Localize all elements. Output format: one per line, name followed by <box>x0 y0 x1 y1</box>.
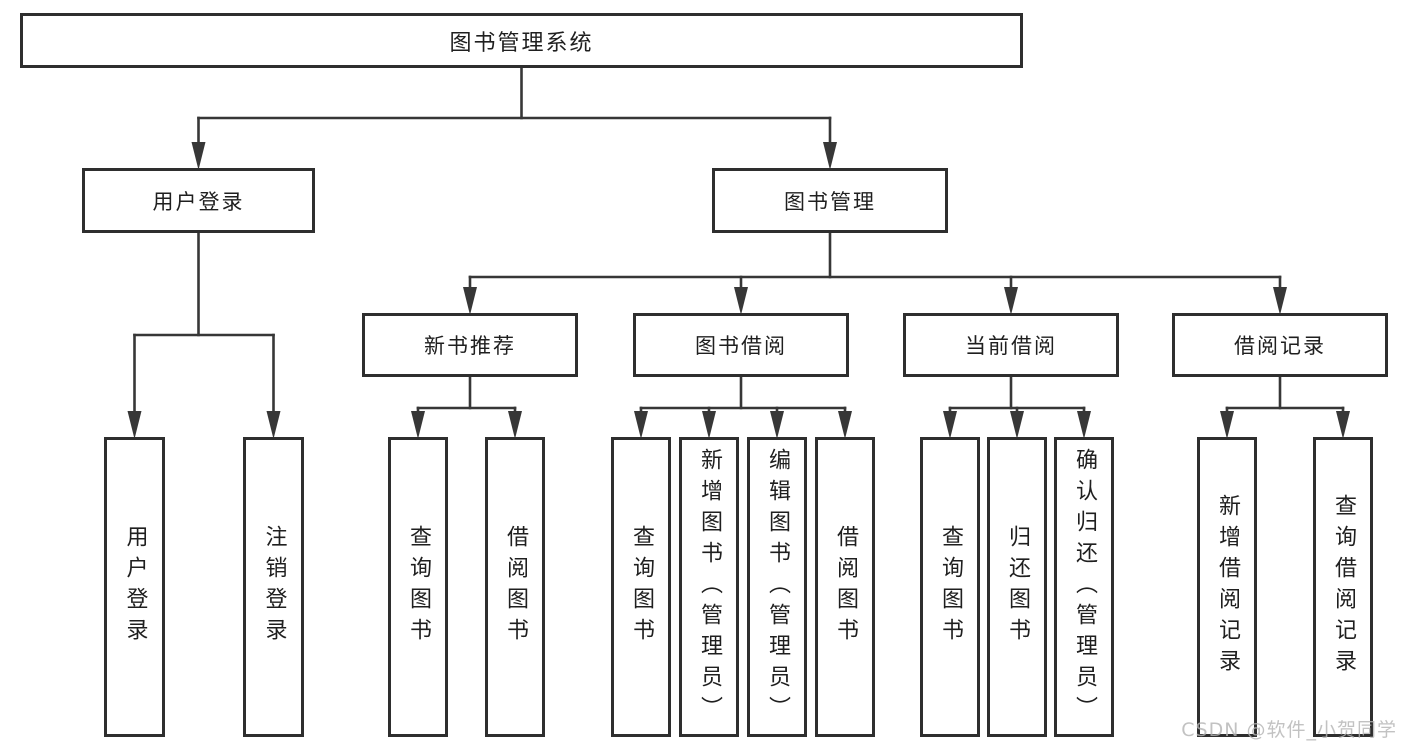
node-user-login: 用户登录 <box>104 437 165 737</box>
node-label: 查询图书 <box>406 525 431 649</box>
node-label: 新增借阅记录 <box>1215 494 1240 680</box>
node-label: 图书管理系统 <box>449 30 594 56</box>
node-label: 当前借阅 <box>965 334 1057 358</box>
node-user-login-group: 用户登录 <box>82 168 315 233</box>
arrowhead-icon <box>634 411 648 439</box>
arrowhead-icon <box>266 411 281 439</box>
node-label: 新书推荐 <box>424 334 516 358</box>
node-label: 新增图书（管理员） <box>697 447 722 727</box>
node-label: 借阅图书 <box>503 525 528 649</box>
node-label: 确认归还（管理员） <box>1072 447 1097 727</box>
node-label: 查询图书 <box>938 525 963 649</box>
node-cb-return-book: 归还图书 <box>987 437 1047 737</box>
arrowhead-icon <box>1273 287 1287 315</box>
node-label: 图书借阅 <box>695 334 787 358</box>
node-root: 图书管理系统 <box>20 13 1023 68</box>
node-bb-borrow-book: 借阅图书 <box>815 437 875 737</box>
arrowhead-icon <box>1004 287 1018 315</box>
node-bb-add-book: 新增图书（管理员） <box>679 437 739 737</box>
arrowhead-icon <box>823 142 837 170</box>
node-cb-confirm-return: 确认归还（管理员） <box>1054 437 1114 737</box>
node-label: 归还图书 <box>1005 525 1030 649</box>
arrowhead-icon <box>838 411 852 439</box>
node-label: 借阅记录 <box>1234 334 1326 358</box>
node-label: 查询借阅记录 <box>1331 494 1356 680</box>
arrowhead-icon <box>191 142 206 170</box>
arrowhead-icon <box>770 411 784 439</box>
arrowhead-icon <box>943 411 957 439</box>
node-bb-query-book: 查询图书 <box>611 437 671 737</box>
node-label: 图书管理 <box>784 189 876 214</box>
watermark: CSDN @软件_小贺同学 <box>1181 719 1397 741</box>
node-book-borrow: 图书借阅 <box>633 313 849 377</box>
node-cb-query-book: 查询图书 <box>920 437 980 737</box>
node-rec-query-book: 查询图书 <box>388 437 448 737</box>
node-label: 注销登录 <box>261 525 287 649</box>
node-logout: 注销登录 <box>243 437 304 737</box>
node-new-book-rec: 新书推荐 <box>362 313 578 377</box>
node-label: 编辑图书（管理员） <box>765 447 790 727</box>
node-br-add-record: 新增借阅记录 <box>1197 437 1257 737</box>
node-br-query-record: 查询借阅记录 <box>1313 437 1373 737</box>
arrowhead-icon <box>411 411 425 439</box>
arrowhead-icon <box>127 411 142 439</box>
node-rec-borrow-book: 借阅图书 <box>485 437 545 737</box>
node-borrow-records: 借阅记录 <box>1172 313 1388 377</box>
arrowhead-icon <box>1336 411 1350 439</box>
node-label: 借阅图书 <box>833 525 858 649</box>
arrowhead-icon <box>702 411 716 439</box>
node-label: 用户登录 <box>152 189 245 214</box>
arrowhead-icon <box>1010 411 1024 439</box>
node-label: 用户登录 <box>122 525 148 649</box>
arrowhead-icon <box>1077 411 1091 439</box>
arrowhead-icon <box>463 287 477 315</box>
node-bb-edit-book: 编辑图书（管理员） <box>747 437 807 737</box>
node-label: 查询图书 <box>629 525 654 649</box>
node-book-mgmt-group: 图书管理 <box>712 168 948 233</box>
arrowhead-icon <box>734 287 748 315</box>
arrowhead-icon <box>1220 411 1234 439</box>
node-current-borrow: 当前借阅 <box>903 313 1119 377</box>
arrowhead-icon <box>508 411 522 439</box>
